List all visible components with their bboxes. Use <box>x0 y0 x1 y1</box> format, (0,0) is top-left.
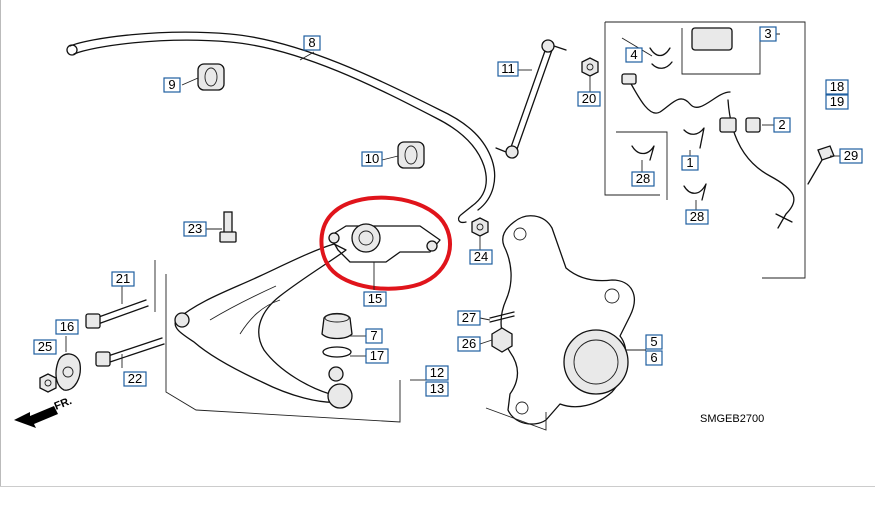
wheel-speed-sensor-wire <box>621 27 795 229</box>
callout-2: 2 <box>773 117 791 133</box>
svg-text:17: 17 <box>370 348 384 363</box>
sensor-group-frame <box>604 21 806 279</box>
callout-1: 1 <box>681 155 699 171</box>
lower-arm-frame <box>165 274 401 423</box>
clip-1 <box>683 127 705 149</box>
nut-24 <box>471 217 489 237</box>
svg-text:15: 15 <box>368 291 382 306</box>
svg-text:18: 18 <box>830 79 844 94</box>
svg-text:20: 20 <box>582 91 596 106</box>
nut-25 <box>39 373 57 393</box>
callout-11: 11 <box>497 61 519 77</box>
bolt-21 <box>85 299 149 329</box>
svg-text:5: 5 <box>650 334 657 349</box>
callout-6: 6 <box>645 350 663 366</box>
callout-5: 5 <box>645 334 663 350</box>
callout-29: 29 <box>839 148 863 164</box>
svg-text:10: 10 <box>365 151 379 166</box>
svg-text:7: 7 <box>370 328 377 343</box>
callout-9: 9 <box>163 77 181 93</box>
ball-joint-boot <box>321 312 353 340</box>
svg-text:3: 3 <box>764 26 771 41</box>
svg-text:12: 12 <box>430 365 444 380</box>
stabilizer-bar <box>66 31 496 224</box>
svg-text:23: 23 <box>188 221 202 236</box>
callout-10: 10 <box>361 151 383 167</box>
callout-8: 8 <box>303 35 321 51</box>
bolt-22 <box>95 337 165 367</box>
callout-27: 27 <box>457 310 481 326</box>
callout-19: 19 <box>825 94 849 110</box>
castle-nut <box>491 327 513 353</box>
callout-25: 25 <box>33 339 57 355</box>
callout-16: 16 <box>55 319 79 335</box>
svg-text:26: 26 <box>462 336 476 351</box>
callout-23: 23 <box>183 221 207 237</box>
svg-text:2: 2 <box>778 117 785 132</box>
callout-3: 3 <box>759 26 777 42</box>
callout-28a: 28 <box>631 171 655 187</box>
callout-28b: 28 <box>685 209 709 225</box>
callout-18: 18 <box>825 79 849 95</box>
svg-text:21: 21 <box>116 271 130 286</box>
steering-knuckle <box>500 215 635 425</box>
highlight-circle <box>319 195 452 291</box>
boot-clip <box>322 346 352 358</box>
svg-text:16: 16 <box>60 319 74 334</box>
svg-text:28: 28 <box>636 171 650 186</box>
callout-26: 26 <box>457 336 481 352</box>
nut-20 <box>581 57 599 77</box>
svg-text:13: 13 <box>430 381 444 396</box>
callout-17: 17 <box>365 348 389 364</box>
svg-text:4: 4 <box>630 47 637 62</box>
callout-13: 13 <box>425 381 449 397</box>
callout-20: 20 <box>577 91 601 107</box>
svg-text:27: 27 <box>462 310 476 325</box>
callout-15: 15 <box>363 291 387 307</box>
knuckle-frame <box>485 407 547 431</box>
bolt-29 <box>807 145 835 185</box>
front-arrow: FR. <box>14 395 74 428</box>
clip-28b <box>683 183 707 201</box>
callout-4: 4 <box>625 47 643 63</box>
leader-lines <box>65 33 840 381</box>
clip-4 <box>649 47 673 69</box>
front-label: FR. <box>53 395 74 413</box>
stabilizer-bushing-9 <box>197 63 225 91</box>
compliance-bushing <box>328 223 441 263</box>
svg-text:24: 24 <box>474 249 488 264</box>
svg-text:19: 19 <box>830 94 844 109</box>
bolt-23 <box>219 211 237 243</box>
callout-7: 7 <box>365 328 383 344</box>
stabilizer-bushing-10 <box>397 141 425 169</box>
svg-text:22: 22 <box>128 371 142 386</box>
svg-text:11: 11 <box>501 61 515 76</box>
clip-28a <box>631 145 655 161</box>
svg-text:6: 6 <box>650 350 657 365</box>
svg-text:28: 28 <box>690 209 704 224</box>
callout-12: 12 <box>425 365 449 381</box>
svg-text:9: 9 <box>168 77 175 92</box>
cotter-pin <box>489 311 515 323</box>
svg-text:8: 8 <box>308 35 315 50</box>
washer-16 <box>55 353 81 391</box>
svg-text:29: 29 <box>844 148 858 163</box>
svg-text:1: 1 <box>686 155 693 170</box>
callout-21: 21 <box>111 271 135 287</box>
callout-22: 22 <box>123 371 147 387</box>
lower-control-arm <box>174 243 353 409</box>
stabilizer-link <box>495 39 567 159</box>
callout-24: 24 <box>469 249 493 265</box>
diagram-code: SMGEB2700 <box>700 413 764 425</box>
svg-text:25: 25 <box>38 339 52 354</box>
